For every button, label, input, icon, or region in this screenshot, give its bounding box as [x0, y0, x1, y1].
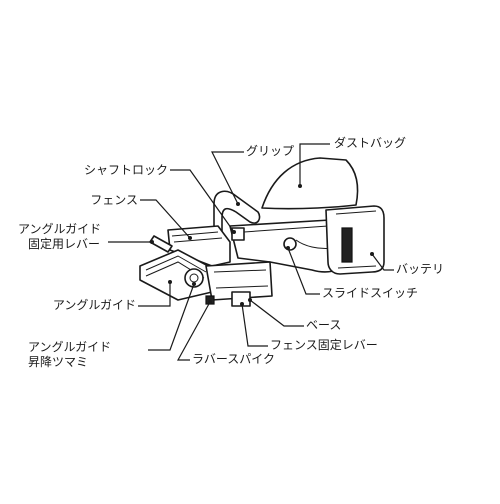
shaft-lock-shape — [231, 227, 245, 241]
label-rubber-spike: ラバースパイク — [192, 352, 276, 366]
grip-shape — [213, 190, 261, 237]
label-angle-guide-knob-line2: 昇降ツマミ — [28, 355, 89, 369]
label-slide-switch: スライドスイッチ — [322, 286, 419, 300]
label-angle-guide-lever-line2: 固定用レバー — [28, 237, 101, 251]
label-shaft-lock: シャフトロック — [83, 163, 168, 177]
label-angle-guide-knob: アングルガイド 昇降ツマミ — [28, 340, 111, 370]
label-angle-guide-lever-line1: アングルガイド — [18, 222, 102, 236]
label-angle-guide: アングルガイド — [52, 298, 136, 312]
label-angle-guide-lever: アングルガイド 固定用レバー — [18, 222, 101, 252]
label-fence-lock-lever: フェンス固定レバー — [270, 338, 378, 352]
angle-guide-lever-shape — [149, 235, 173, 253]
label-angle-guide-knob-line1: アングルガイド — [28, 340, 112, 354]
dust-bag-shape — [261, 157, 359, 210]
leader-lines — [108, 143, 394, 361]
label-battery: バッテリ — [396, 262, 445, 276]
label-base: ベース — [306, 318, 342, 332]
label-grip: グリップ — [246, 144, 295, 158]
fence-lock-lever-shape — [231, 291, 251, 307]
label-fence: フェンス — [90, 193, 138, 207]
slide-switch-shape — [283, 237, 297, 251]
angle-guide-knob-shape — [184, 268, 204, 288]
label-dust-bag: ダストバッグ — [334, 136, 407, 150]
battery-shape — [325, 205, 385, 275]
